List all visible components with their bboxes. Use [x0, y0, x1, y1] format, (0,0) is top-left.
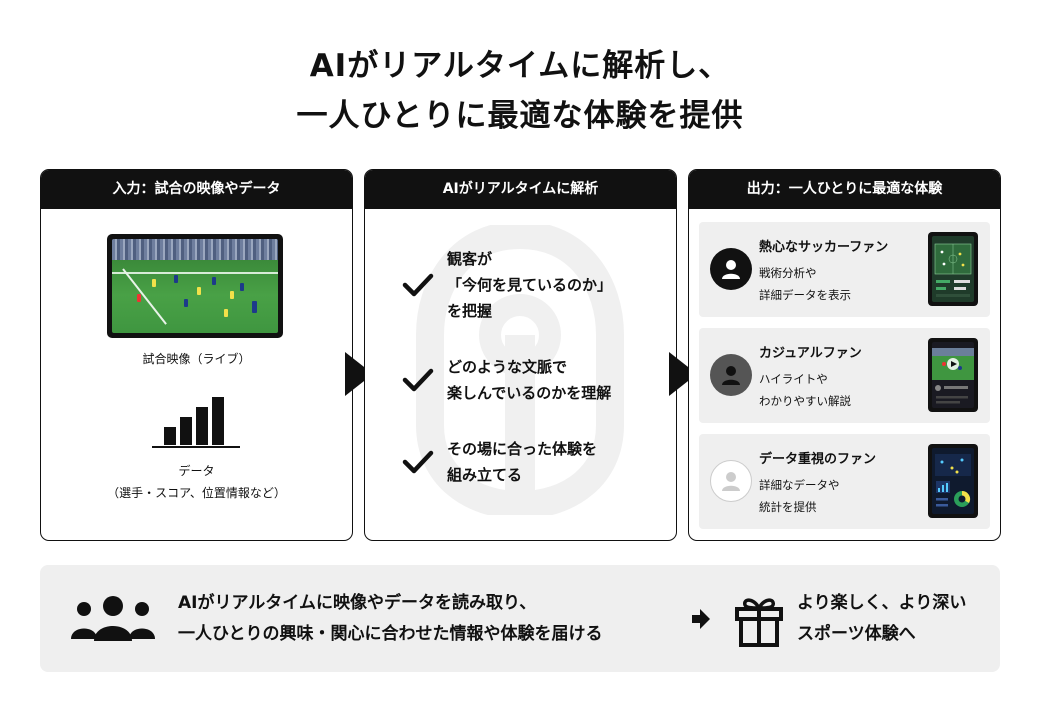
fan-card-title: 熱心なサッカーファン [759, 240, 889, 255]
analysis-item-1: 観客が 「今何を見ているのか」 を把握 [401, 246, 612, 324]
tablet-stats-screen [928, 444, 978, 518]
user-icon [710, 354, 752, 396]
banner-result-line2: スポーツ体験へ [797, 624, 916, 644]
tablet-tactics-screen [928, 232, 978, 306]
soccer-pitch-image [112, 239, 278, 333]
tablet-highlight-screen [928, 338, 978, 412]
user-icon [710, 248, 752, 290]
fan-card-desc-line1: 詳細なデータや [759, 478, 840, 492]
banner-result-line1: より楽しく、より深い [797, 593, 967, 613]
summary-banner: AIがリアルタイムに映像やデータを読み取り、 一人ひとりの興味・関心に合わせた情… [40, 565, 1000, 672]
banner-message-line1: AIがリアルタイムに映像やデータを読み取り、 [178, 593, 537, 613]
input-panel-header: 入力：試合の映像やデータ [41, 170, 352, 209]
analysis-item-1-line2: 「今何を見ているのか」 [447, 276, 613, 294]
check-icon [402, 450, 434, 474]
fan-card-data: データ重視のファン 詳細なデータや 統計を提供 [699, 434, 990, 529]
user-icon [710, 460, 752, 502]
main-title-line2: 一人ひとりに最適な体験を提供 [296, 98, 744, 134]
output-panel: 出力：一人ひとりに最適な体験 熱心なサッカーファン 戦術分析や 詳細データを表示 [688, 169, 1001, 541]
analysis-item-2-line2: 楽しんでいるのかを理解 [447, 384, 612, 402]
fan-card-desc-line2: 統計を提供 [759, 500, 817, 514]
analysis-item-2-line1: どのような文脈で [447, 358, 568, 376]
analysis-item-1-line3: を把握 [447, 302, 493, 320]
fan-card-enthusiast: 熱心なサッカーファン 戦術分析や 詳細データを表示 [699, 222, 990, 317]
fan-card-casual: カジュアルファン ハイライトや わかりやすい解説 [699, 328, 990, 423]
analysis-panel: AIがリアルタイムに解析 観客が 「今何を見ているのか」 を把握 どのような文脈… [364, 169, 677, 541]
banner-message-line2: 一人ひとりの興味・関心に合わせた情報や体験を届ける [178, 624, 603, 644]
main-title-line1: AIがリアルタイムに解析し、 [309, 48, 731, 84]
fan-card-desc-line1: 戦術分析や [759, 266, 817, 280]
analysis-item-1-line1: 観客が [447, 250, 493, 268]
ai-watermark-icon [416, 225, 624, 515]
fan-card-title: カジュアルファン [759, 346, 862, 361]
analysis-panel-header: AIがリアルタイムに解析 [365, 170, 676, 209]
analysis-item-3: その場に合った体験を 組み立てる [401, 436, 597, 488]
output-panel-header: 出力：一人ひとりに最適な体験 [689, 170, 1000, 209]
match-video-thumbnail [107, 234, 283, 338]
fan-card-title: データ重視のファン [759, 452, 877, 467]
video-caption: 試合映像（ライブ） [142, 352, 251, 366]
arrow-right-icon [692, 609, 710, 629]
audience-group-icon [71, 596, 155, 641]
data-caption-detail: （選手・スコア、位置情報など） [107, 486, 286, 500]
analysis-item-3-line1: その場に合った体験を [447, 440, 598, 458]
input-panel: 入力：試合の映像やデータ 試合映像（ライブ） データ （選手・スコア、位置情報な… [40, 169, 353, 541]
gift-icon [735, 598, 783, 647]
check-icon [402, 368, 434, 392]
fan-card-desc-line2: わかりやすい解説 [759, 394, 851, 408]
fan-card-desc-line2: 詳細データを表示 [759, 288, 851, 302]
check-icon [402, 273, 434, 297]
analysis-item-2: どのような文脈で 楽しんでいるのかを理解 [401, 354, 611, 406]
analysis-item-3-line2: 組み立てる [447, 466, 523, 484]
fan-card-desc-line1: ハイライトや [759, 372, 828, 386]
bar-chart-icon [152, 396, 240, 448]
data-caption-title: データ [178, 464, 215, 478]
